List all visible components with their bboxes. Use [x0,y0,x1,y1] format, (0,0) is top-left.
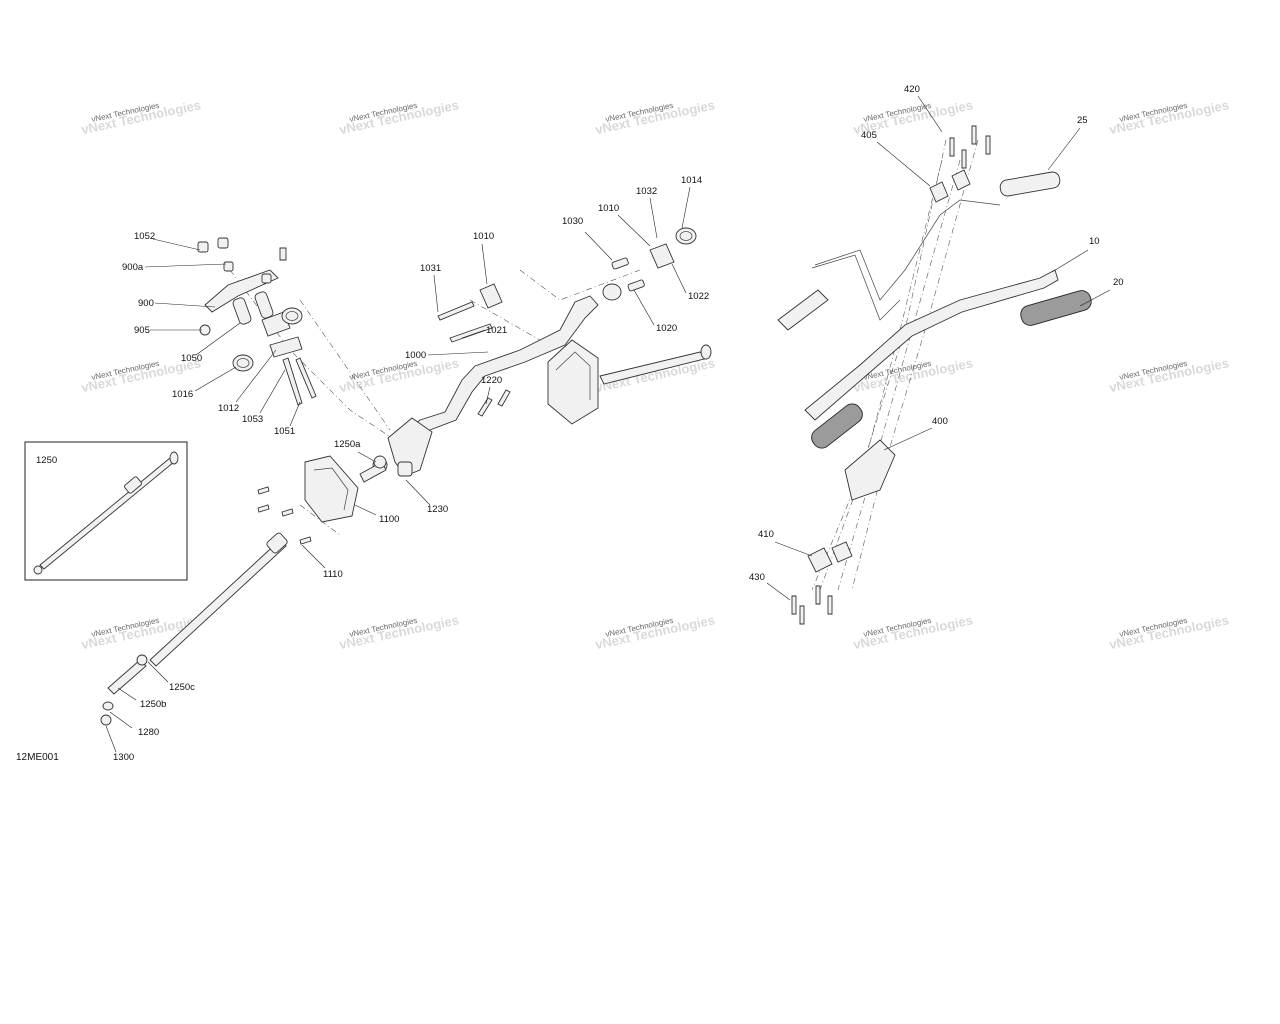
callout-label: 905 [134,325,150,336]
leader-line [259,369,286,414]
leader-line [883,427,933,451]
leader-line [681,186,691,229]
callout-label: 1031 [420,263,441,274]
leader-line [617,214,651,247]
callout-label: 1051 [274,426,295,437]
leader-line [289,401,301,427]
steering-column-group [100,227,712,726]
callout-label: 20 [1113,277,1124,288]
callout-label: 1250c [169,682,195,693]
callout-label: 1050 [181,353,202,364]
leader-line [485,386,491,405]
leader-line [633,289,655,326]
callout-label: 1053 [242,414,263,425]
callout-label: 1016 [172,389,193,400]
leader-lines [105,95,1111,753]
leader-line [1079,289,1111,307]
leader-line [144,263,227,268]
callout-label: 1280 [138,727,159,738]
leader-line [195,322,241,356]
leader-line [194,366,237,392]
leader-line [405,479,431,506]
callout-label: 1014 [681,175,702,186]
leader-line [917,95,943,133]
callout-label: 10 [1089,236,1100,247]
callout-label: 430 [749,572,765,583]
callout-label: 900 [138,298,154,309]
inset-label: 1250 [36,455,57,466]
leader-line [109,711,133,729]
inset-panel [24,441,188,581]
callout-label: 1022 [688,291,709,302]
leader-line [1051,249,1089,273]
callout-label: 1300 [113,752,134,763]
leader-line [152,238,201,251]
leader-line [117,687,137,701]
callout-label: 1230 [427,504,448,515]
leader-line [671,263,687,294]
callout-label: 1000 [405,350,426,361]
leader-line [105,725,117,753]
callout-label: 400 [932,416,948,427]
leader-line [876,141,931,187]
leader-line [354,504,377,516]
leader-line [301,544,326,569]
leader-line [584,231,613,261]
leader-line [427,351,489,356]
handlebar-group [777,125,1092,625]
callout-label: 405 [861,130,877,141]
callout-label: 25 [1077,115,1088,126]
leader-line [235,349,277,403]
diagram-code: 12ME001 [16,752,59,763]
callout-label: 1012 [218,403,239,414]
callout-label: 1021 [486,325,507,336]
leader-line [147,661,169,683]
callout-label: 1110 [323,569,343,580]
leader-line [433,274,439,313]
callout-label: 1100 [379,514,399,525]
callout-label: 900a [122,262,144,273]
leader-line [1047,127,1081,171]
callout-label: 1250b [140,699,166,710]
callout-label: 1250a [334,439,361,450]
leader-line [766,582,791,601]
callout-label: 1220 [481,375,502,386]
callout-label: 1052 [134,231,155,242]
callout-label: 420 [904,84,920,95]
leader-line [481,243,488,285]
leader-line [774,541,813,557]
callout-label: 410 [758,529,774,540]
leader-line [461,329,486,339]
callout-label: 1010 [598,203,619,214]
leader-line [357,451,377,463]
callout-label: 1032 [636,186,657,197]
leader-line [154,302,216,308]
callout-label: 1020 [656,323,677,334]
leader-line [649,197,658,239]
callout-label: 1030 [562,216,583,227]
callout-label: 1010 [473,231,494,242]
